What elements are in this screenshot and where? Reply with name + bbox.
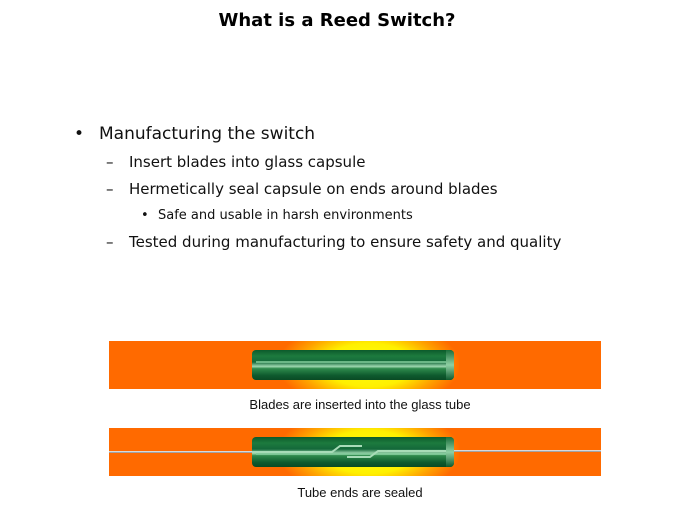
bullet-text: Insert blades into glass capsule <box>129 153 366 171</box>
glass-tube-icon <box>252 350 454 380</box>
bullet-text: Hermetically seal capsule on ends around… <box>129 180 498 198</box>
glass-tube-icon <box>252 437 454 467</box>
figure-caption: Tube ends are sealed <box>297 485 423 500</box>
bullet-icon: • <box>74 124 85 144</box>
figure-caption: Blades are inserted into the glass tube <box>249 397 471 412</box>
lead-wire-right <box>449 450 601 452</box>
dash-icon: – <box>106 180 114 198</box>
bullet-text: Tested during manufacturing to ensure sa… <box>129 233 562 251</box>
slide-title: What is a Reed Switch? <box>218 10 456 31</box>
lead-wire-left <box>109 451 259 453</box>
dash-icon: – <box>106 153 114 171</box>
bullet-icon: • <box>141 208 149 223</box>
reed-tube-image-inserted <box>109 341 601 389</box>
reed-tube-image-sealed <box>109 428 601 476</box>
bullet-text: Safe and usable in harsh environments <box>158 208 413 223</box>
dash-icon: – <box>106 233 114 251</box>
reed-blades-icon <box>252 445 454 458</box>
bullet-text: Manufacturing the switch <box>99 124 316 144</box>
